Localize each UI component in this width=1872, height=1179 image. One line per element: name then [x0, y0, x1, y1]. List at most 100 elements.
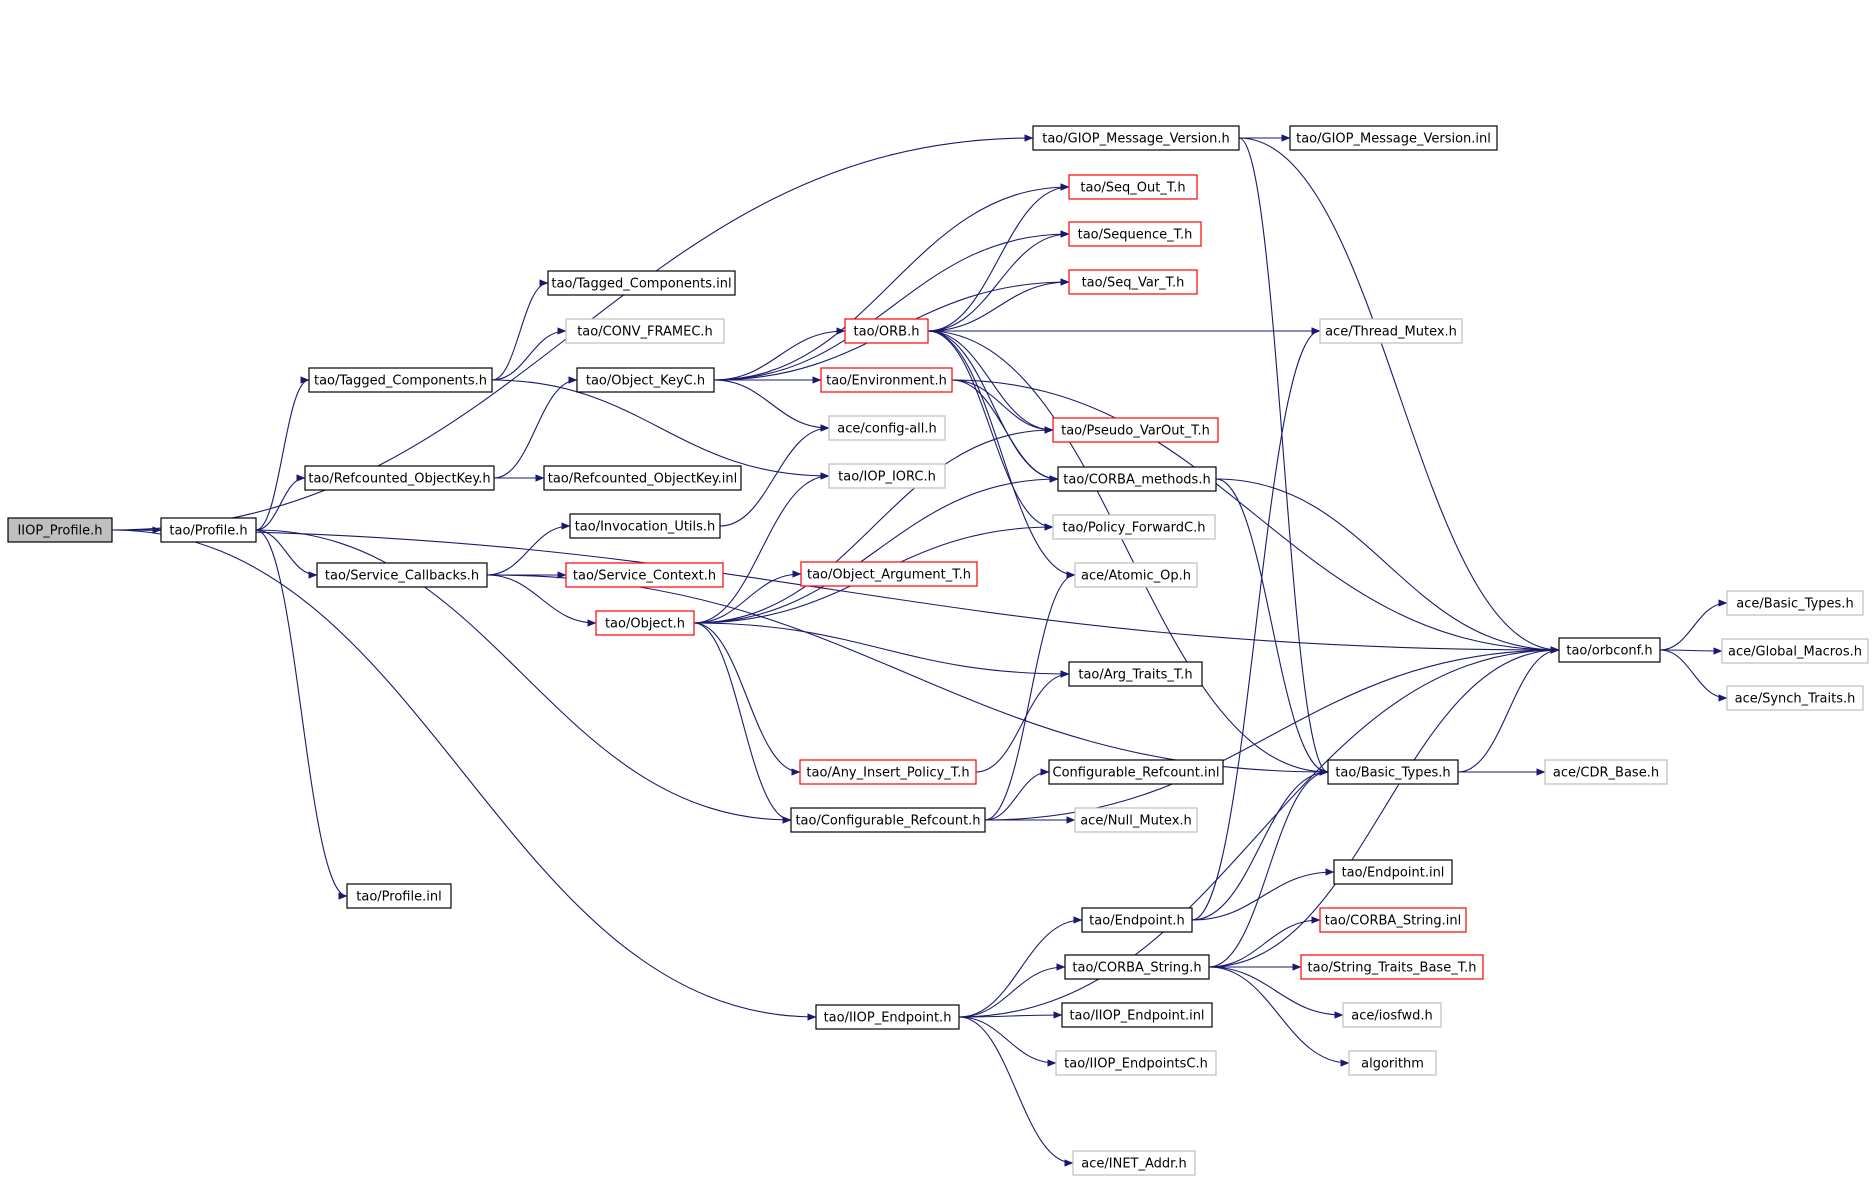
node-box [304, 465, 495, 491]
node-service-context-h[interactable]: tao/Service_Context.h [565, 562, 724, 588]
node-arg-traits-t-h[interactable]: tao/Arg_Traits_T.h [1068, 661, 1203, 687]
node-label: tao/Refcounted_ObjectKey.inl [548, 472, 738, 487]
node-box [1032, 125, 1240, 151]
node-tagged-components-h[interactable]: tao/Tagged_Components.h [308, 367, 493, 393]
node-environment-h[interactable]: tao/Environment.h [820, 367, 953, 393]
node-sequence-t-h[interactable]: tao/Sequence_T.h [1068, 221, 1202, 247]
node-giop-message-version-inl[interactable]: tao/GIOP_Message_Version.inl [1289, 125, 1498, 151]
edges-layer [111, 134, 1728, 1167]
node-iop-iorc-h[interactable]: tao/IOP_IORC.h [828, 463, 946, 489]
edge-orb_h-to-seq_var_t_h [927, 278, 1070, 332]
node-label: ace/Null_Mutex.h [1080, 814, 1192, 829]
node-basic-types-h[interactable]: tao/Basic_Types.h [1327, 759, 1459, 785]
edge-object_keyc_h-to-sequence_t_h [713, 230, 1070, 381]
node-endpoint-h[interactable]: tao/Endpoint.h [1081, 907, 1193, 933]
node-box [1068, 221, 1202, 247]
edge-iiop_endpoint_h-to-corba_string_h [958, 963, 1066, 1018]
node-invocation-utils-h[interactable]: tao/Invocation_Utils.h [569, 513, 721, 539]
node-seq-out-t-h[interactable]: tao/Seq_Out_T.h [1068, 174, 1198, 200]
node-synch-traits-h[interactable]: ace/Synch_Traits.h [1726, 685, 1864, 711]
edge-any_insert_policy_t_h-to-arg_traits_t_h [975, 670, 1070, 773]
edge-corba_methods_h-to-orbconf_h [1215, 478, 1560, 654]
node-box [565, 318, 725, 344]
node-box [308, 367, 493, 393]
node-thread-mutex-h[interactable]: ace/Thread_Mutex.h [1319, 318, 1463, 344]
node-object-keyc-h[interactable]: tao/Object_KeyC.h [576, 367, 715, 393]
node-atomic-op-h[interactable]: ace/Atomic_Op.h [1074, 562, 1198, 588]
node-profile-inl[interactable]: tao/Profile.inl [346, 883, 452, 909]
node-label: ace/iosfwd.h [1351, 1009, 1432, 1024]
node-giop-message-version-h[interactable]: tao/GIOP_Message_Version.h [1032, 125, 1240, 151]
node-configurable-refcount-h[interactable]: tao/Configurable_Refcount.h [790, 807, 986, 833]
edge-configurable_refcount_h-to-configurable_refcount_inl [984, 768, 1050, 821]
edge-service_callbacks_h-to-object_h [486, 574, 597, 627]
node-box [820, 367, 953, 393]
edge-refcounted_objectkey_h-to-object_keyc_h [493, 376, 578, 479]
node-box [1558, 637, 1661, 663]
edge-corba_string_h-to-algorithm [1208, 966, 1350, 1067]
node-object-h[interactable]: tao/Object.h [595, 610, 695, 636]
node-label: tao/CORBA_methods.h [1063, 473, 1210, 488]
edge-object_keyc_h-to-orb_h [713, 327, 846, 381]
node-iiop-profile-h[interactable]: IIOP_Profile.h [7, 517, 113, 543]
node-label: tao/GIOP_Message_Version.inl [1296, 132, 1491, 147]
node-orb-h[interactable]: tao/ORB.h [844, 318, 929, 344]
node-cdr-base-h[interactable]: ace/CDR_Base.h [1544, 759, 1668, 785]
node-policy-forwardc-h[interactable]: tao/Policy_ForwardC.h [1052, 514, 1216, 540]
edge-environment_h-to-pseudo_varout_t_h [951, 379, 1054, 434]
node-any-insert-policy-t-h[interactable]: tao/Any_Insert_Policy_T.h [799, 759, 977, 785]
node-label: tao/Endpoint.h [1089, 914, 1185, 929]
node-string-traits-base-t-h[interactable]: tao/String_Traits_Base_T.h [1300, 954, 1484, 980]
node-label: tao/Sequence_T.h [1078, 228, 1193, 243]
node-conv-framec-h[interactable]: tao/CONV_FRAMEC.h [565, 318, 725, 344]
node-label: tao/IIOP_Endpoint.h [824, 1011, 952, 1026]
node-label: ace/Synch_Traits.h [1735, 692, 1856, 707]
node-box [346, 883, 452, 909]
node-label: tao/Refcounted_ObjectKey.h [308, 472, 490, 487]
node-profile-h[interactable]: tao/Profile.h [160, 517, 257, 543]
node-seq-var-t-h[interactable]: tao/Seq_Var_T.h [1068, 269, 1198, 295]
node-label: Configurable_Refcount.inl [1053, 766, 1220, 781]
node-label: tao/IIOP_EndpointsC.h [1064, 1057, 1208, 1072]
node-label: ace/Global_Macros.h [1728, 645, 1862, 660]
node-config-all-h[interactable]: ace/config-all.h [828, 415, 946, 441]
node-orbconf-h[interactable]: tao/orbconf.h [1558, 637, 1661, 663]
edge-orb_h-to-sequence_t_h [927, 230, 1070, 332]
node-iiop-endpoint-inl[interactable]: tao/IIOP_Endpoint.inl [1061, 1002, 1213, 1028]
edge-iiop_profile_h-to-iiop_endpoint_h [111, 529, 817, 1021]
node-service-callbacks-h[interactable]: tao/Service_Callbacks.h [316, 562, 488, 588]
node-global-macros-h[interactable]: ace/Global_Macros.h [1721, 638, 1869, 664]
edge-iiop_endpoint_h-to-endpoint_h [958, 916, 1083, 1018]
edge-object_keyc_h-to-seq_out_t_h [713, 183, 1070, 381]
node-box [1544, 759, 1668, 785]
node-box [1068, 661, 1203, 687]
node-box [316, 562, 488, 588]
node-ace-basic-types-h[interactable]: ace/Basic_Types.h [1726, 590, 1864, 616]
node-iosfwd-h[interactable]: ace/iosfwd.h [1342, 1002, 1442, 1028]
node-label: tao/IOP_IORC.h [838, 470, 936, 485]
node-refcounted-objectkey-h[interactable]: tao/Refcounted_ObjectKey.h [304, 465, 495, 491]
node-box [565, 562, 724, 588]
node-algorithm[interactable]: algorithm [1348, 1050, 1437, 1076]
node-corba-methods-h[interactable]: tao/CORBA_methods.h [1057, 466, 1217, 492]
node-refcounted-objectkey-inl[interactable]: tao/Refcounted_ObjectKey.inl [543, 465, 742, 491]
edge-corba_string_h-to-basic_types_h [1208, 768, 1329, 968]
node-box [7, 517, 113, 543]
node-configurable-refcount-inl[interactable]: Configurable_Refcount.inl [1048, 759, 1224, 785]
node-tagged-components-inl[interactable]: tao/Tagged_Components.inl [547, 270, 736, 296]
edge-orb_h-to-atomic_op_h [927, 330, 1076, 579]
node-pseudo-varout-t-h[interactable]: tao/Pseudo_VarOut_T.h [1052, 417, 1219, 443]
node-inet-addr-h[interactable]: ace/INET_Addr.h [1072, 1150, 1196, 1176]
node-label: tao/CONV_FRAMEC.h [577, 325, 713, 340]
node-iiop-endpoint-h[interactable]: tao/IIOP_Endpoint.h [815, 1004, 960, 1030]
node-iiop-endpointsc-h[interactable]: tao/IIOP_EndpointsC.h [1055, 1050, 1217, 1076]
edge-orbconf_h-to-global_macros_h [1659, 647, 1723, 655]
node-null-mutex-h[interactable]: ace/Null_Mutex.h [1074, 807, 1198, 833]
node-endpoint-inl[interactable]: tao/Endpoint.inl [1333, 859, 1453, 885]
node-object-argument-t-h[interactable]: tao/Object_Argument_T.h [800, 561, 978, 587]
node-box [595, 610, 695, 636]
edge-profile_h-to-tagged_components_h [255, 376, 310, 531]
node-label: tao/Profile.h [169, 524, 247, 539]
node-corba-string-h[interactable]: tao/CORBA_String.h [1064, 954, 1210, 980]
node-corba-string-inl[interactable]: tao/CORBA_String.inl [1319, 907, 1467, 933]
